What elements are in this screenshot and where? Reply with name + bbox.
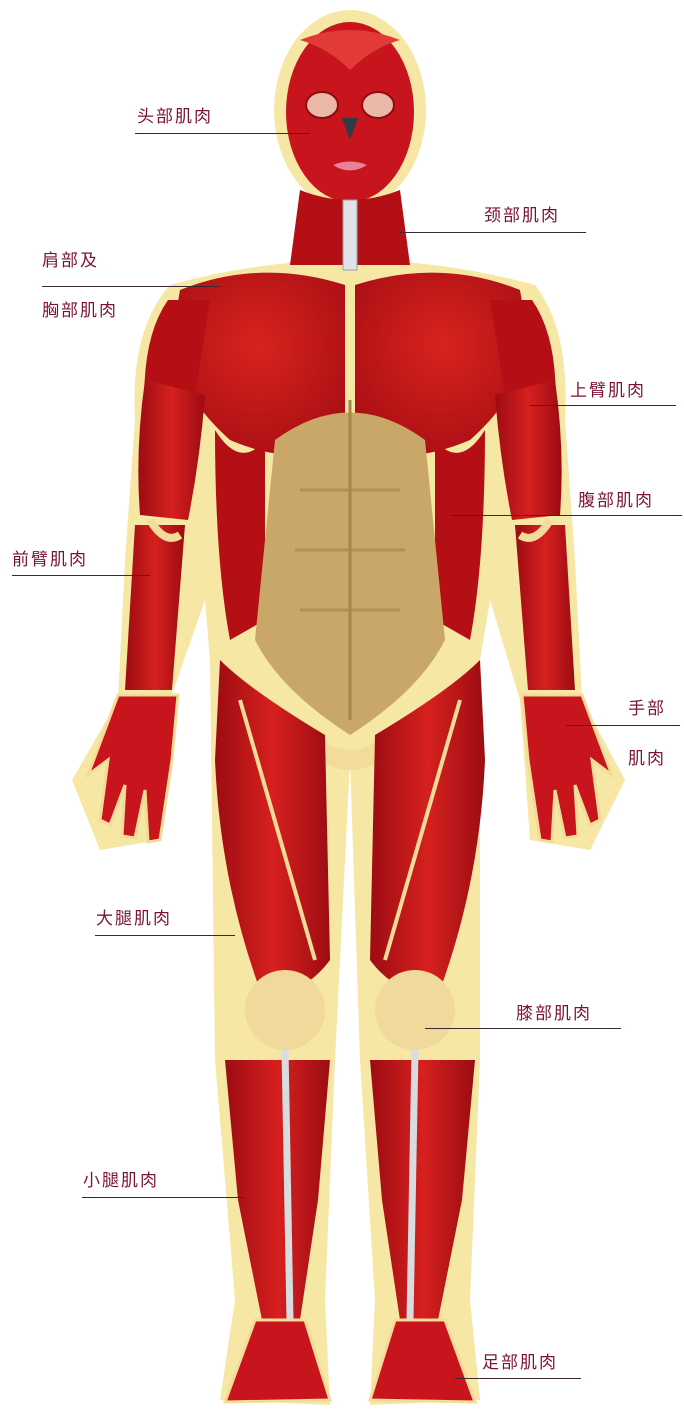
label-thigh-muscles: 大腿肌肉: [96, 908, 172, 930]
label-abdomen-muscles: 腹部肌肉: [578, 490, 654, 512]
label-upper-arm-muscles: 上臂肌肉: [570, 380, 646, 402]
label-calf-muscles: 小腿肌肉: [83, 1170, 159, 1192]
head-muscles: [286, 22, 414, 202]
label-shoulder-chest-line2: 胸部肌肉: [42, 301, 118, 321]
foot-muscles: [225, 1320, 475, 1402]
leader-neck: [400, 232, 586, 233]
leader-thigh: [95, 935, 235, 936]
label-head-muscles: 头部肌肉: [137, 106, 213, 128]
label-neck-muscles: 颈部肌肉: [484, 205, 560, 227]
label-hand-line2: 肌肉: [628, 749, 666, 769]
label-hand-line1: 手部: [628, 699, 666, 719]
calf-muscles: [225, 1050, 475, 1320]
neck-muscles: [290, 190, 410, 270]
knee-muscles: [245, 970, 455, 1050]
label-hand-muscles: 手部 肌肉: [628, 672, 666, 772]
leader-shoulder-chest: [42, 286, 220, 287]
leader-knee: [425, 1028, 621, 1029]
leader-calf: [82, 1197, 245, 1198]
leader-foot: [455, 1378, 581, 1379]
label-knee-muscles: 膝部肌肉: [516, 1003, 592, 1025]
leader-abdomen: [450, 515, 682, 516]
leader-upper-arm: [530, 405, 676, 406]
label-forearm-muscles: 前臂肌肉: [12, 549, 88, 571]
label-shoulder-chest-muscles: 肩部及 胸部肌肉: [42, 224, 118, 324]
label-shoulder-chest-line1: 肩部及: [42, 251, 99, 271]
leader-head: [135, 133, 310, 134]
leader-hand: [566, 725, 680, 726]
label-foot-muscles: 足部肌肉: [482, 1352, 558, 1374]
leader-forearm: [12, 575, 150, 576]
